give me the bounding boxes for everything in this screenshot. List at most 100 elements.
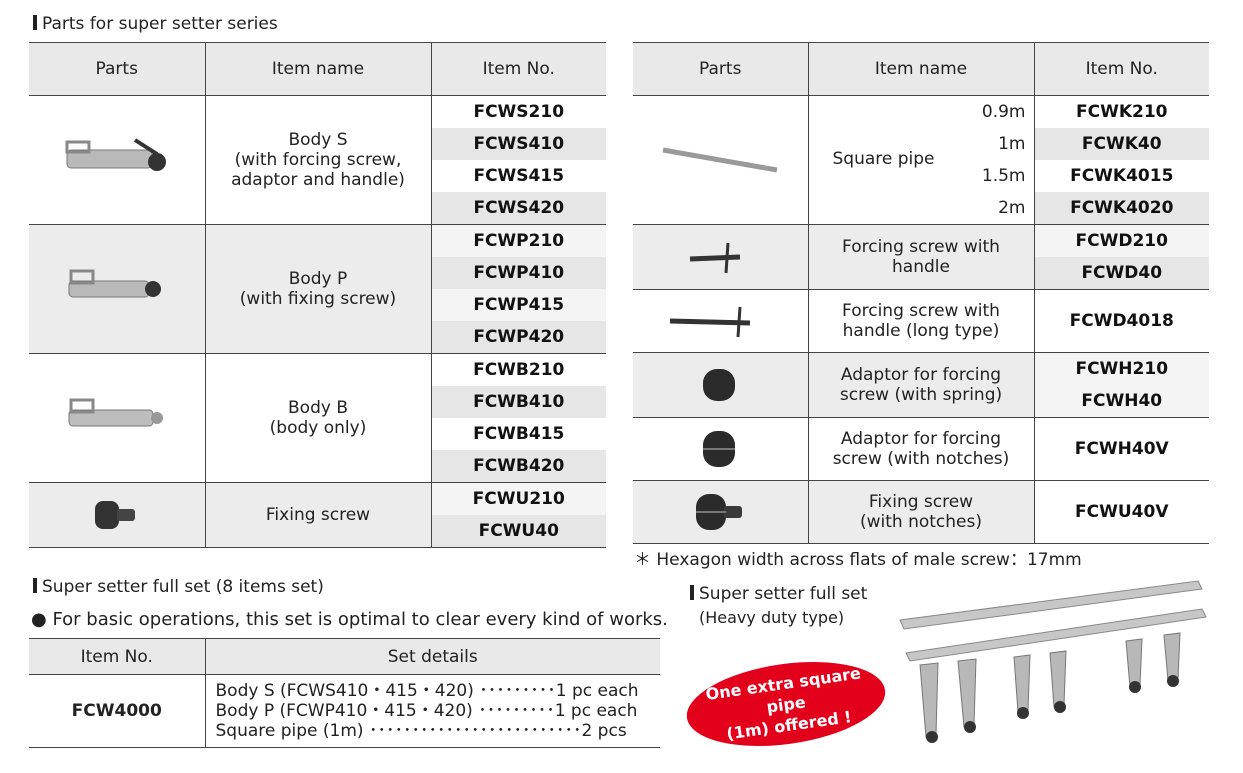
body-s-icon <box>65 138 166 171</box>
full-set-title: Super setter full set (8 items set) <box>33 577 324 597</box>
fixing-screw-items: FCWU210 FCWU40 <box>430 482 606 548</box>
pipe-length: 0.9m <box>981 102 1026 122</box>
item-no: FCWU40V <box>1075 502 1169 522</box>
pipe-length: 2m <box>998 198 1026 218</box>
item-no: FCWK40 <box>1034 128 1209 160</box>
body-b-name-line2: (body only) <box>269 418 367 438</box>
body-b-name: Body B (body only) <box>204 353 431 483</box>
item-no: FCWH40 <box>1034 385 1209 417</box>
full-set-details: Body S (FCWS410・415・420) ･････････1 pc e… <box>204 674 660 748</box>
bullet-dot-icon: ● <box>31 609 47 630</box>
item-no: FCWD40 <box>1034 257 1209 289</box>
forcing-screw-long-items: FCWD4018 <box>1033 289 1209 353</box>
item-no: FCWU210 <box>431 483 606 515</box>
item-no: FCWP420 <box>431 321 606 353</box>
item-no: FCWU40 <box>431 515 606 547</box>
header-item-no: Item No. <box>430 42 606 96</box>
adaptor-spring-name-line2: screw (with spring) <box>839 385 1003 405</box>
square-pipe-image <box>633 95 808 225</box>
body-p-name-line2: (with fixing screw) <box>239 289 397 309</box>
item-no: FCWD210 <box>1034 225 1209 257</box>
fixing-screw-image <box>29 482 205 548</box>
adaptor-spring-name: Adaptor for forcing screw (with spring) <box>807 352 1034 418</box>
title-bar-icon <box>690 585 694 600</box>
item-no: FCWB410 <box>431 386 606 418</box>
item-no: FCWB210 <box>431 354 606 386</box>
fixing-screw-notches-icon <box>696 494 743 530</box>
row-square-pipe: Square pipe 0.9m 1m 1.5m 2m FCWK210 FCWK… <box>633 95 1209 225</box>
body-p-name: Body P (with fixing screw) <box>204 224 431 354</box>
row-body-p: Body P (with fixing screw) FCWP210 FCWP4… <box>29 224 606 354</box>
body-s-image <box>29 95 205 225</box>
adaptor-notches-icon <box>703 431 736 467</box>
set-detail-line: Square pipe (1m) ･･･････････････････････… <box>215 721 627 741</box>
header-parts: Parts <box>633 42 808 96</box>
full-set-item-no: FCW4000 <box>29 674 205 748</box>
header-item-name: Item name <box>204 42 431 96</box>
item-no: FCWD4018 <box>1069 311 1174 331</box>
item-no: FCWB415 <box>431 418 606 450</box>
body-s-name-line3: adaptor and handle) <box>231 170 405 190</box>
body-b-image <box>29 353 205 483</box>
full-set-bullet-text: For basic operations, this set is optima… <box>52 609 668 630</box>
adaptor-notches-name-line1: Adaptor for forcing <box>840 429 1002 449</box>
header-item-no: Item No. <box>29 638 205 675</box>
item-no: FCWP210 <box>431 225 606 257</box>
forcing-screw-image <box>633 224 808 290</box>
item-no: FCWP415 <box>431 289 606 321</box>
left-table-header: Parts Item name Item No. <box>29 42 606 96</box>
fixing-screw-notches-image <box>633 480 808 544</box>
adaptor-notches-name: Adaptor for forcing screw (with notches) <box>807 417 1034 481</box>
fixing-screw-notches-name-line1: Fixing screw <box>868 492 974 512</box>
extra-pipe-badge: One extra square pipe (1m) offered ! <box>681 650 891 758</box>
adaptor-notches-image <box>633 417 808 481</box>
square-pipe-items: FCWK210 FCWK40 FCWK4015 FCWK4020 <box>1033 95 1209 225</box>
item-no: FCWP410 <box>431 257 606 289</box>
item-no: FCWK210 <box>1034 96 1209 128</box>
body-p-image <box>29 224 205 354</box>
body-b-name-line1: Body B <box>288 398 348 418</box>
fixing-screw-name-line1: Fixing screw <box>265 505 371 525</box>
row-fixing-screw-notches: Fixing screw (with notches) FCWU40V <box>633 480 1209 544</box>
item-no: FCWH210 <box>1034 353 1209 385</box>
adaptor-notches-name-line2: screw (with notches) <box>832 449 1010 469</box>
adaptor-spring-image <box>633 352 808 418</box>
adaptor-spring-items: FCWH210 FCWH40 <box>1033 352 1209 418</box>
header-item-no: Item No. <box>1033 42 1209 96</box>
title-bar-icon <box>33 578 37 593</box>
full-set-title-text: Super setter full set (8 items set) <box>42 577 324 597</box>
item-no: FCWS410 <box>431 128 606 160</box>
heavy-set-title: Super setter full set <box>690 584 867 604</box>
item-no: FCWK4020 <box>1034 192 1209 224</box>
body-s-name: Body S (with forcing screw, adaptor and … <box>204 95 431 225</box>
heavy-duty-set-icon <box>899 580 1207 743</box>
forcing-screw-long-name: Forcing screw with handle (long type) <box>807 289 1034 353</box>
row-adaptor-spring: Adaptor for forcing screw (with spring) … <box>633 352 1209 418</box>
body-b-items: FCWB210 FCWB410 FCWB415 FCWB420 <box>430 353 606 483</box>
header-parts: Parts <box>29 42 205 96</box>
body-p-items: FCWP210 FCWP410 FCWP415 FCWP420 <box>430 224 606 354</box>
set-detail-line: Body S (FCWS410・415・420) ･････････1 pc e… <box>215 681 639 701</box>
forcing-screw-long-image <box>633 289 808 353</box>
full-set-header: Item No. Set details <box>29 638 660 675</box>
fixing-screw-notches-items: FCWU40V <box>1033 480 1209 544</box>
forcing-screw-icon <box>690 242 741 274</box>
square-pipe-icon <box>662 147 778 173</box>
parts-section-title-text: Parts for super setter series <box>42 14 278 34</box>
row-forcing-screw: Forcing screw with handle FCWD210 FCWD40 <box>633 224 1209 290</box>
forcing-screw-name-line2: handle <box>892 257 950 277</box>
forcing-screw-name: Forcing screw with handle <box>807 224 1034 290</box>
right-parts-table: Parts Item name Item No. Square pipe 0.9… <box>633 42 1209 544</box>
body-p-icon <box>68 269 161 298</box>
right-table-header: Parts Item name Item No. <box>633 42 1209 96</box>
item-no: FCWS420 <box>431 192 606 224</box>
row-forcing-screw-long: Forcing screw with handle (long type) FC… <box>633 289 1209 353</box>
row-adaptor-notches: Adaptor for forcing screw (with notches)… <box>633 417 1209 481</box>
heavy-set-subtitle: (Heavy duty type) <box>699 608 845 627</box>
hex-note: ＊ Hexagon width across flats of male scr… <box>634 550 1082 570</box>
fixing-screw-name: Fixing screw <box>204 482 431 548</box>
row-body-s: Body S (with forcing screw, adaptor and … <box>29 95 606 225</box>
parts-section-title: Parts for super setter series <box>33 14 278 34</box>
pipe-length: 1.5m <box>981 166 1026 186</box>
adaptor-spring-name-line1: Adaptor for forcing <box>840 365 1002 385</box>
